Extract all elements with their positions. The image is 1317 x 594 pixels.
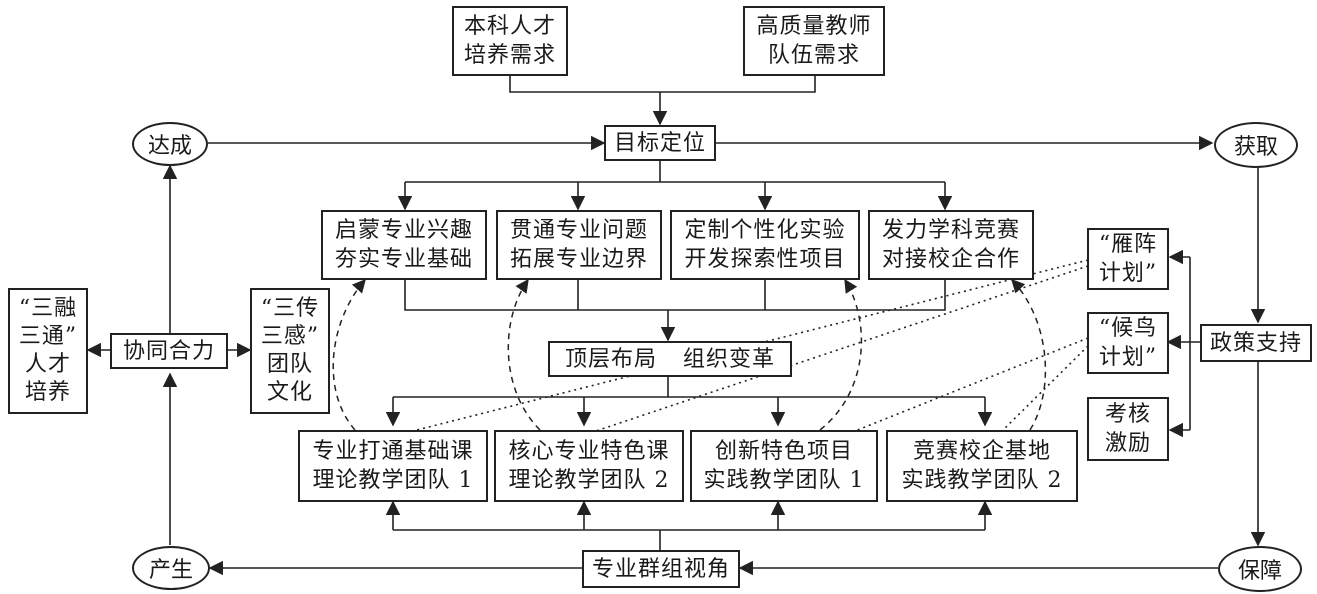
sanchuan-line-2: 三感”	[260, 324, 320, 349]
yanzhen-line-1: “雁阵	[1098, 232, 1158, 257]
edge-top-distribute	[393, 376, 985, 398]
achieve-node: 达成	[132, 122, 208, 166]
edge-boxes-merge	[404, 279, 946, 311]
undergrad-demand-line-2: 培养需求	[463, 43, 556, 68]
kaohe-line-2: 激励	[1104, 431, 1151, 456]
sanchuan-box: “三传 三感” 团队 文化	[250, 288, 330, 414]
enlighten-line-2: 夯实专业基础	[334, 247, 473, 272]
customize-box: 定制个性化实验 开发探索性项目	[670, 210, 860, 280]
top-layout-sep	[657, 345, 683, 374]
houniao-box: “候鸟 计划”	[1087, 312, 1169, 374]
guarantee-node: 保障	[1218, 546, 1302, 592]
enlighten-box: 启蒙专业兴趣 夯实专业基础	[321, 210, 487, 280]
team1-box: 专业打通基础课 理论教学团队 1	[298, 430, 488, 502]
goal-label: 目标定位	[613, 130, 706, 156]
dotted-houniao-team3	[849, 337, 1089, 434]
sanrong-line-3: 人才	[24, 352, 71, 377]
teacher-demand-line-2: 队伍需求	[767, 43, 860, 68]
sanchuan-line-1: “三传	[260, 296, 320, 321]
dashed-team3-customize	[819, 278, 863, 431]
team3-box: 创新特色项目 实践教学团队 1	[690, 430, 878, 502]
obtain-label: 获取	[1233, 135, 1278, 160]
dashed-team2-connect	[507, 278, 541, 431]
team1-line-2: 理论教学团队 1	[312, 468, 474, 493]
team2-line-1: 核心专业特色课	[508, 439, 670, 464]
compete-line-1: 发力学科竞赛	[881, 218, 1020, 243]
connect-box: 贯通专业问题 拓展专业边界	[496, 210, 662, 280]
connect-line-2: 拓展专业边界	[509, 247, 648, 272]
guarantee-label: 保障	[1237, 559, 1282, 584]
produce-node: 产生	[132, 546, 210, 590]
dashed-team4-compete	[1011, 279, 1047, 431]
collab-box: 协同合力	[110, 333, 228, 369]
sanchuan-line-3: 团队	[266, 352, 313, 377]
top-layout-label: 顶层布局	[564, 346, 657, 372]
sanrong-box: “三融 三通” 人才 培养	[8, 288, 88, 414]
undergrad-demand-line-1: 本科人才	[463, 14, 556, 39]
obtain-node: 获取	[1214, 122, 1298, 168]
enlighten-line-1: 启蒙专业兴趣	[334, 218, 473, 243]
kaohe-box: 考核 激励	[1087, 397, 1169, 461]
achieve-label: 达成	[147, 134, 192, 159]
produce-label: 产生	[148, 558, 193, 583]
sanchuan-line-4: 文化	[266, 380, 313, 405]
dashed-team1-enlighten	[332, 278, 366, 431]
group-view-label: 专业群组视角	[591, 556, 730, 582]
dotted-houniao-team4	[999, 345, 1089, 434]
edge-demand-merge	[509, 76, 816, 93]
edge-groupview-up	[393, 529, 985, 550]
team4-box: 竞赛校企基地 实践教学团队 2	[886, 430, 1078, 502]
team4-line-1: 竞赛校企基地	[912, 439, 1051, 464]
customize-line-2: 开发探索性项目	[684, 247, 846, 272]
sanrong-line-2: 三通”	[18, 324, 78, 349]
group-view-box: 专业群组视角	[582, 550, 740, 588]
policy-box: 政策支持	[1200, 324, 1312, 362]
customize-line-1: 定制个性化实验	[684, 218, 846, 243]
connect-line-1: 贯通专业问题	[509, 218, 648, 243]
collab-label: 协同合力	[122, 338, 215, 364]
sanrong-line-4: 培养	[24, 380, 71, 405]
yanzhen-line-2: 计划”	[1098, 261, 1158, 286]
team3-line-2: 实践教学团队 1	[703, 468, 865, 493]
team2-line-2: 理论教学团队 2	[508, 468, 670, 493]
houniao-line-1: “候鸟	[1098, 316, 1158, 341]
org-reform-label: 组织变革	[683, 346, 776, 372]
teacher-demand-box: 高质量教师 队伍需求	[743, 6, 885, 76]
team1-line-1: 专业打通基础课	[312, 439, 474, 464]
top-layout-box: 顶层布局 组织变革	[548, 341, 792, 377]
sanrong-line-1: “三融	[18, 296, 78, 321]
undergrad-demand-box: 本科人才 培养需求	[452, 6, 568, 76]
team3-line-1: 创新特色项目	[714, 439, 853, 464]
houniao-line-2: 计划”	[1098, 345, 1158, 370]
policy-label: 政策支持	[1209, 330, 1302, 356]
compete-line-2: 对接校企合作	[881, 247, 1020, 272]
edge-goal-distribute	[405, 161, 945, 183]
team4-line-2: 实践教学团队 2	[901, 468, 1063, 493]
goal-box: 目标定位	[604, 125, 716, 161]
kaohe-line-1: 考核	[1104, 402, 1151, 427]
teacher-demand-line-1: 高质量教师	[756, 14, 872, 39]
yanzhen-box: “雁阵 计划”	[1087, 228, 1169, 290]
compete-box: 发力学科竞赛 对接校企合作	[868, 210, 1034, 280]
team2-box: 核心专业特色课 理论教学团队 2	[494, 430, 684, 502]
